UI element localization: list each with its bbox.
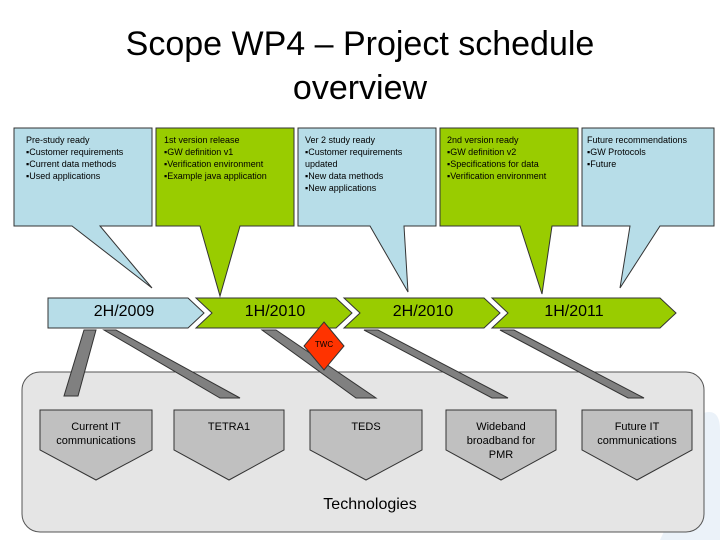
period-label-2h-2009: 2H/2009 (93, 303, 155, 320)
tech-label-current-it: Current IT communications (40, 420, 152, 448)
callout-4-box (439, 127, 579, 295)
timeline-arrow-4 (490, 297, 677, 329)
callout-group (13, 127, 715, 298)
callout-1-box (13, 127, 153, 289)
callout-2-text: 1st version release ▪GW definition v1 ▪V… (164, 134, 267, 182)
callout-5-heading: Future recommendations (587, 135, 688, 145)
callout-3-item: ▪New applications (305, 183, 377, 193)
tech-label-line: TEDS (351, 421, 381, 433)
callout-4-text: 2nd version ready ▪GW definition v2 ▪Spe… (447, 134, 546, 182)
callout-1-item: ▪Used applications (26, 171, 101, 181)
tech-label-line: broadband for (466, 435, 536, 447)
timeline-arrow-1 (47, 297, 205, 329)
title-line-2: overview (292, 69, 428, 107)
tech-label-tetra1: TETRA1 (174, 420, 284, 434)
callout-5-text: Future recommendations ▪GW Protocols ▪Fu… (587, 134, 687, 170)
tech-label-line: TETRA1 (207, 421, 251, 433)
tech-box-teds (309, 409, 423, 481)
technologies-label: Technologies (323, 496, 417, 513)
callout-4-item: ▪GW definition v2 (447, 147, 517, 157)
page-title: Scope WP4 – Project schedule overview (40, 22, 680, 110)
callout-2-item: ▪Example java application (164, 171, 267, 181)
tech-box-current-it (39, 409, 153, 481)
period-label-1h-2010: 1H/2010 (244, 303, 306, 320)
tech-label-line: communications (56, 435, 136, 447)
timeline-arrow-2 (194, 297, 353, 329)
callout-3-item: ▪New data methods (305, 171, 384, 181)
period-label-2h-2010: 2H/2010 (392, 303, 454, 320)
callout-5-item: ▪Future (587, 159, 617, 169)
callout-5-item: ▪GW Protocols (587, 147, 646, 157)
tech-label-wideband: Wideband broadband for PMR (446, 420, 556, 462)
connector-1 (63, 329, 97, 397)
callout-1-heading: Pre-study ready (26, 135, 90, 145)
timeline-arrow-3 (342, 297, 501, 329)
tech-box-tetra1 (173, 409, 285, 481)
timeline (47, 297, 677, 329)
callout-3-heading: Ver 2 study ready (305, 135, 376, 145)
callout-2-heading: 1st version release (164, 135, 240, 145)
callout-1-item: ▪Current data methods (26, 159, 117, 169)
tech-label-line: communications (597, 435, 677, 447)
tech-label-future-it: Future IT communications (582, 420, 692, 448)
tech-box-wideband (445, 409, 557, 481)
connectors (63, 329, 645, 399)
callout-2-item: ▪Verification environment (164, 159, 264, 169)
tech-box-future-it (581, 409, 693, 481)
callout-4-item: ▪Verification environment (447, 171, 547, 181)
title-line-1: Scope WP4 – Project schedule (125, 25, 595, 63)
callout-2-box (155, 127, 295, 298)
callout-1-text: Pre-study ready ▪Customer requirements ▪… (26, 134, 123, 182)
callout-4-heading: 2nd version ready (447, 135, 519, 145)
connector-5 (499, 329, 645, 399)
connector-2 (102, 329, 241, 399)
tech-label-teds: TEDS (310, 420, 422, 434)
tech-label-line: Future IT (614, 421, 660, 433)
twc-milestone-diamond (303, 321, 345, 371)
tech-label-line: Current IT (71, 421, 121, 433)
callout-3-item: ▪Customer requirements (305, 147, 403, 157)
callout-3-box (297, 127, 437, 293)
tech-label-line: PMR (488, 449, 514, 461)
period-label-1h-2011: 1H/2011 (544, 303, 604, 320)
callout-2-item: ▪GW definition v1 (164, 147, 234, 157)
technology-boxes (39, 409, 693, 481)
connector-4 (363, 329, 509, 399)
callout-3-text: Ver 2 study ready ▪Customer requirements… (305, 134, 402, 194)
callout-5-box (581, 127, 715, 289)
twc-milestone-label: TWC (314, 340, 334, 349)
callout-3-item: updated (305, 159, 338, 169)
tech-label-line: Wideband (476, 421, 526, 433)
callout-4-item: ▪Specifications for data (447, 159, 539, 169)
callout-1-item: ▪Customer requirements (26, 147, 124, 157)
